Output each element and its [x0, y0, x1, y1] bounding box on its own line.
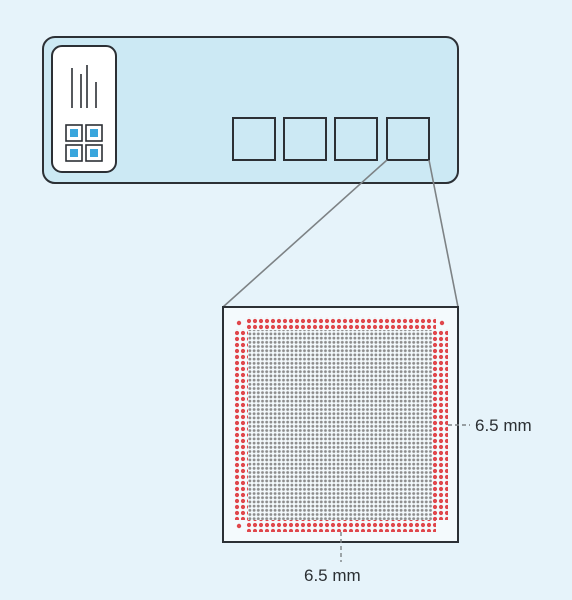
- zoom-line-left: [222, 159, 388, 308]
- capture-area-4: [386, 117, 430, 161]
- capture-area-2: [283, 117, 327, 161]
- slide-body: [42, 36, 459, 184]
- capture-area-1: [232, 117, 276, 161]
- height-dimension-label: 6.5 mm: [475, 416, 532, 435]
- width-dimension-label: 6.5 mm: [304, 566, 361, 585]
- capture-area-3: [334, 117, 378, 161]
- barcode-qr-label-icon: [51, 45, 117, 173]
- zoom-line-right: [428, 159, 459, 308]
- slide: [42, 36, 459, 184]
- capture-area-zoom: [222, 306, 459, 543]
